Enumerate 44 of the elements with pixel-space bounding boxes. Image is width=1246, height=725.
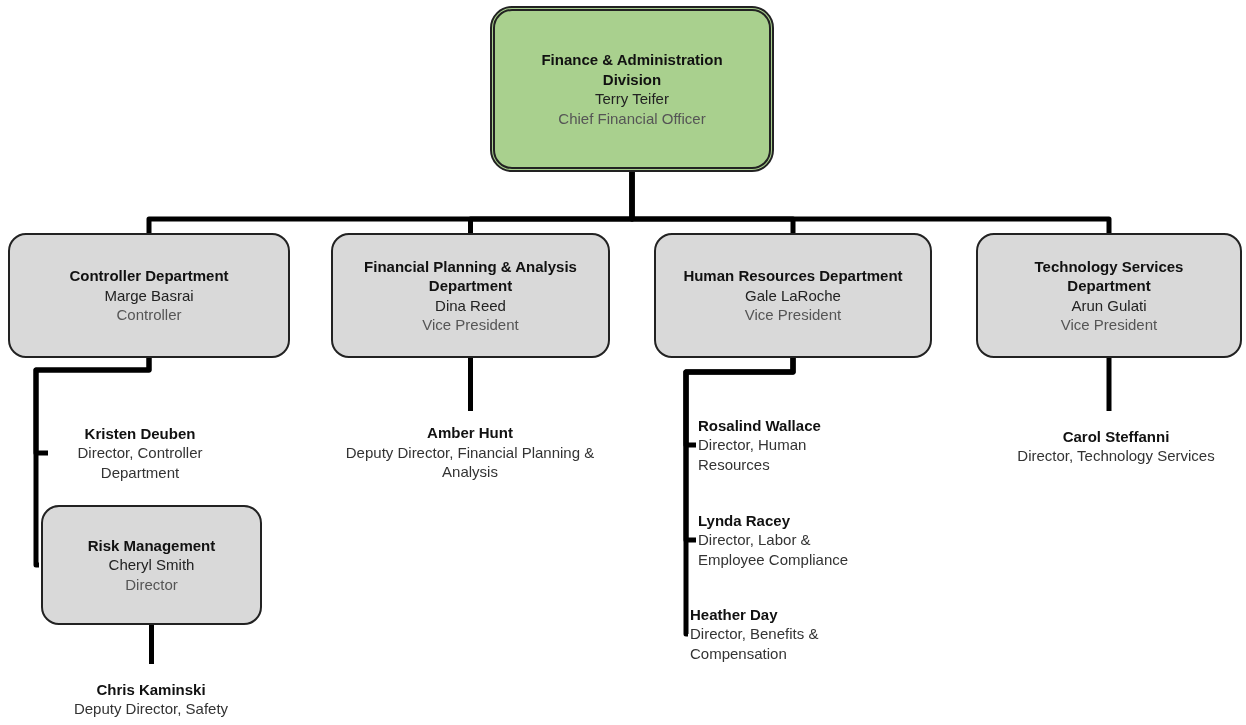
person-name: Cheryl Smith bbox=[108, 555, 195, 575]
department-box bbox=[976, 233, 1242, 358]
job-title: Vice President bbox=[744, 305, 842, 325]
person-name: Rosalind Wallace bbox=[698, 415, 821, 436]
job-title: Director, Human Resources bbox=[698, 435, 808, 475]
connector-line bbox=[629, 172, 1112, 233]
job-title: Deputy Director, Safety bbox=[73, 699, 229, 719]
person-name: Arun Gulati bbox=[1071, 295, 1147, 315]
job-title: Controller bbox=[116, 305, 182, 325]
person-name: Terry Teifer bbox=[595, 89, 669, 109]
person-name: Marge Basrai bbox=[104, 285, 194, 306]
department-box bbox=[8, 233, 290, 358]
job-title: Director, Labor & Employee Compliance bbox=[698, 530, 850, 570]
department-box bbox=[41, 505, 262, 625]
person-name: Gale LaRoche bbox=[745, 285, 841, 306]
connector-line bbox=[1106, 358, 1112, 411]
connector-line bbox=[33, 358, 152, 568]
job-title: Chief Financial Officer bbox=[558, 108, 706, 128]
person-name: Heather Day bbox=[690, 604, 778, 625]
job-title: Deputy Director, Financial Planning & Analysis bbox=[344, 442, 596, 482]
person-name: Lynda Racey bbox=[698, 510, 790, 531]
person-name: Kristen Deuben bbox=[84, 423, 196, 444]
title-text: Controller Department bbox=[69, 266, 229, 286]
job-title: Director, Technology Services bbox=[1017, 446, 1215, 466]
department-box bbox=[654, 233, 932, 358]
department-box bbox=[331, 233, 610, 358]
title-text: Risk Management bbox=[87, 535, 216, 556]
connector-line bbox=[683, 358, 796, 637]
job-title: Director, Benefits & Compensation bbox=[690, 624, 820, 664]
division-box bbox=[490, 6, 774, 172]
job-title: Director bbox=[125, 574, 178, 595]
job-title: Director, Controller Department bbox=[76, 443, 204, 483]
person-name: Amber Hunt bbox=[427, 423, 513, 443]
person-name: Dina Reed bbox=[435, 295, 506, 315]
title-text: Finance & Administration Division bbox=[540, 50, 724, 89]
connector-line bbox=[149, 625, 154, 664]
title-text: Technology Services Department bbox=[1033, 256, 1185, 296]
person-name: Chris Kaminski bbox=[96, 679, 206, 699]
title-text: Financial Planning & Analysis Department bbox=[363, 256, 578, 296]
title-text: Human Resources Department bbox=[683, 266, 903, 286]
connector-line bbox=[468, 358, 473, 411]
job-title: Vice President bbox=[1060, 315, 1158, 335]
person-name: Carol Steffanni bbox=[1062, 426, 1170, 446]
job-title: Vice President bbox=[422, 315, 519, 335]
